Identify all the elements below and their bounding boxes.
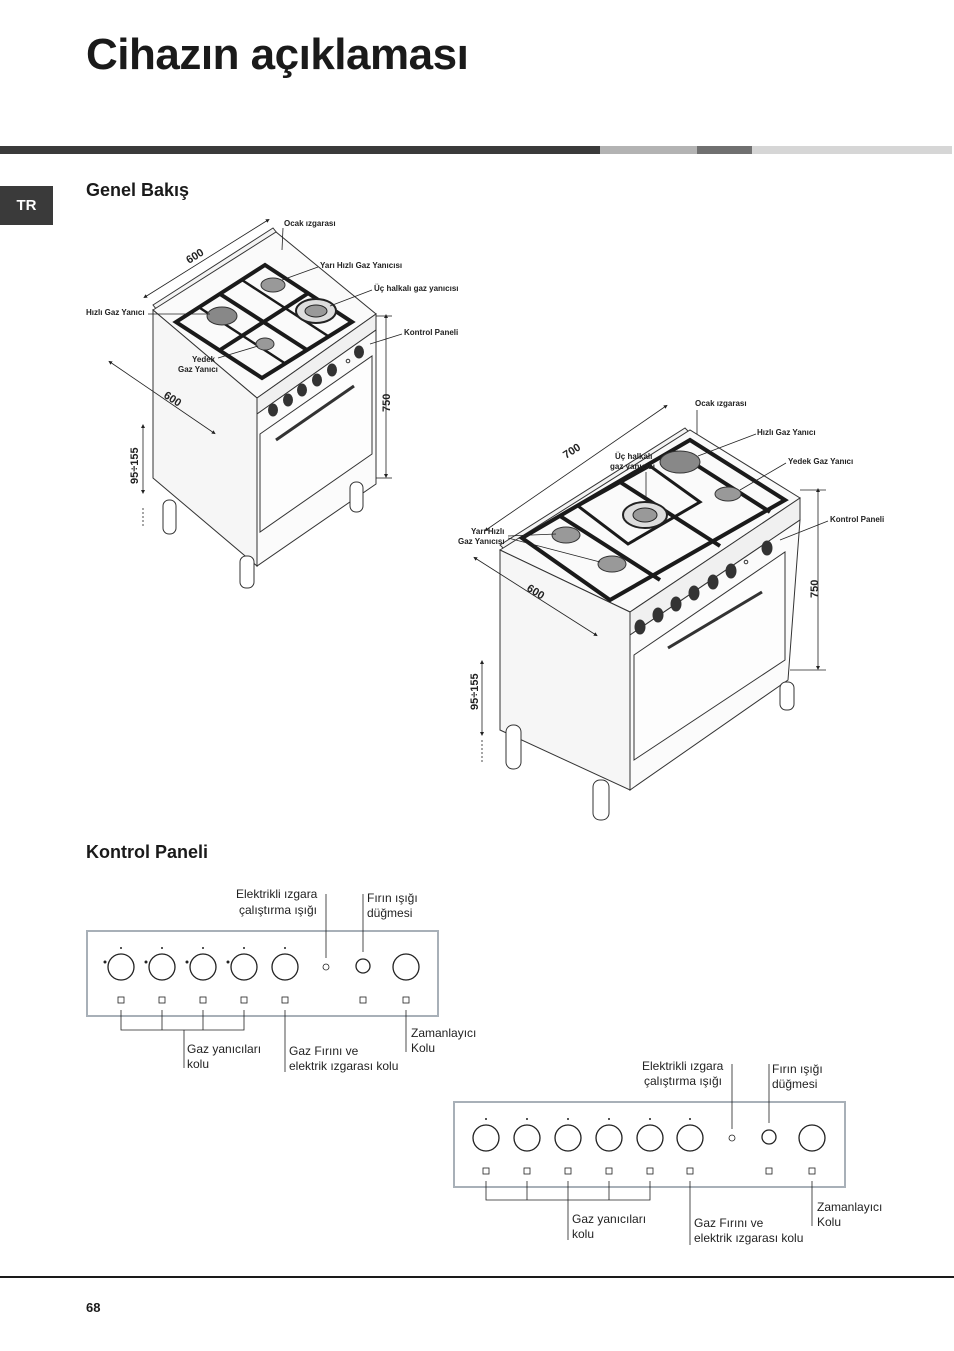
control-panel-heading: Kontrol Paneli — [86, 842, 209, 862]
cooker-60-illustration — [152, 227, 377, 589]
cooker-60-dim-legs: 95÷155 — [129, 447, 141, 484]
header-band-dark — [0, 146, 600, 154]
control-panel-60 — [86, 930, 439, 1017]
cooker-70-label-yari-2: Gaz Yanıcısı — [458, 537, 505, 546]
cp70-label-oven-knob-1: Gaz Fırını ve — [694, 1216, 764, 1230]
cp70-label-timer-1: Zamanlayıcı — [817, 1200, 882, 1214]
cooker-60-label-yari-hizli: Yarı Hızlı Gaz Yanıcısı — [320, 261, 402, 270]
cooker-60-label-yedek-2: Gaz Yanıcı — [178, 365, 218, 374]
cp60-label-oven-light-2: düğmesi — [367, 906, 412, 920]
control-panel-70 — [453, 1101, 846, 1188]
page-number: 68 — [86, 1300, 101, 1315]
cp60-label-grill-light-1: Elektrikli ızgara — [236, 887, 318, 901]
overview-heading: Genel Bakış — [86, 180, 190, 200]
control-panel-70-leaders — [485, 1064, 813, 1245]
cooker-70-dim-height: 750 — [809, 580, 821, 598]
cooker-60-dim-width: 600 — [184, 247, 206, 267]
control-panel-60-leaders — [120, 894, 407, 1072]
footer-rule — [0, 1276, 954, 1278]
cooker-70-label-yedek: Yedek Gaz Yanıcı — [788, 457, 853, 466]
cooker-60-label-hizli: Hızlı Gaz Yanıcı — [86, 308, 145, 317]
cooker-60-dim-height: 750 — [381, 394, 393, 412]
cp70-label-oven-light-2: düğmesi — [772, 1077, 817, 1091]
cooker-60-label-kontrol: Kontrol Paneli — [404, 328, 458, 337]
cooker-70-dim-width: 700 — [561, 441, 583, 461]
cooker-70-label-uc-2: gaz yanıcısı — [610, 462, 655, 471]
cooker-60-leaders — [148, 227, 403, 359]
cooker-70-label-hizli: Hızlı Gaz Yanıcı — [757, 428, 816, 437]
cooker-60-label-yedek-1: Yedek — [192, 355, 216, 364]
cp70-label-timer-2: Kolu — [817, 1215, 841, 1229]
cp70-label-gas-knobs-2: kolu — [572, 1227, 594, 1241]
cp70-label-oven-light-1: Fırın ışığı — [772, 1062, 823, 1076]
cooker-60-label-ocak: Ocak ızgarası — [284, 219, 336, 228]
cp60-label-gas-knobs-1: Gaz yanıcıları — [187, 1042, 261, 1056]
cp60-label-oven-light-1: Fırın ışığı — [367, 891, 418, 905]
cooker-70-illustration — [498, 427, 801, 821]
cp70-label-gas-knobs-1: Gaz yanıcıları — [572, 1212, 646, 1226]
cp70-label-oven-knob-2: elektrik ızgarası kolu — [694, 1231, 803, 1245]
cooker-70-dim-legs: 95÷155 — [469, 673, 481, 710]
cp70-label-grill-light-2: çalıştırma ışığı — [644, 1074, 722, 1088]
cp60-label-oven-knob-1: Gaz Fırını ve — [289, 1044, 359, 1058]
cooker-70-leaders — [507, 410, 829, 563]
cooker-70-label-yari-1: Yarı Hızlı — [471, 527, 504, 536]
cooker-70-dimensions — [473, 404, 826, 764]
cp60-label-timer-2: Kolu — [411, 1041, 435, 1055]
cooker-70-label-ocak: Ocak ızgarası — [695, 399, 747, 408]
cooker-60-label-uc-halkali: Üç halkalı gaz yanıcısı — [374, 284, 458, 293]
header-band-lighter — [752, 146, 952, 154]
cp60-label-timer-1: Zamanlayıcı — [411, 1026, 476, 1040]
page-title: Cihazın açıklaması — [86, 30, 469, 79]
cooker-70-label-uc-1: Üç halkalı — [615, 452, 652, 461]
header-band-light — [600, 146, 697, 154]
cp60-label-gas-knobs-2: kolu — [187, 1057, 209, 1071]
cooker-70-label-kontrol: Kontrol Paneli — [830, 515, 884, 524]
language-tab: TR — [0, 186, 53, 225]
cp60-label-grill-light-2: çalıştırma ışığı — [239, 903, 317, 917]
header-band-mid — [697, 146, 752, 154]
cooker-60-dimensions — [108, 218, 392, 526]
cp70-label-grill-light-1: Elektrikli ızgara — [642, 1059, 724, 1073]
cp60-label-oven-knob-2: elektrik ızgarası kolu — [289, 1059, 398, 1073]
